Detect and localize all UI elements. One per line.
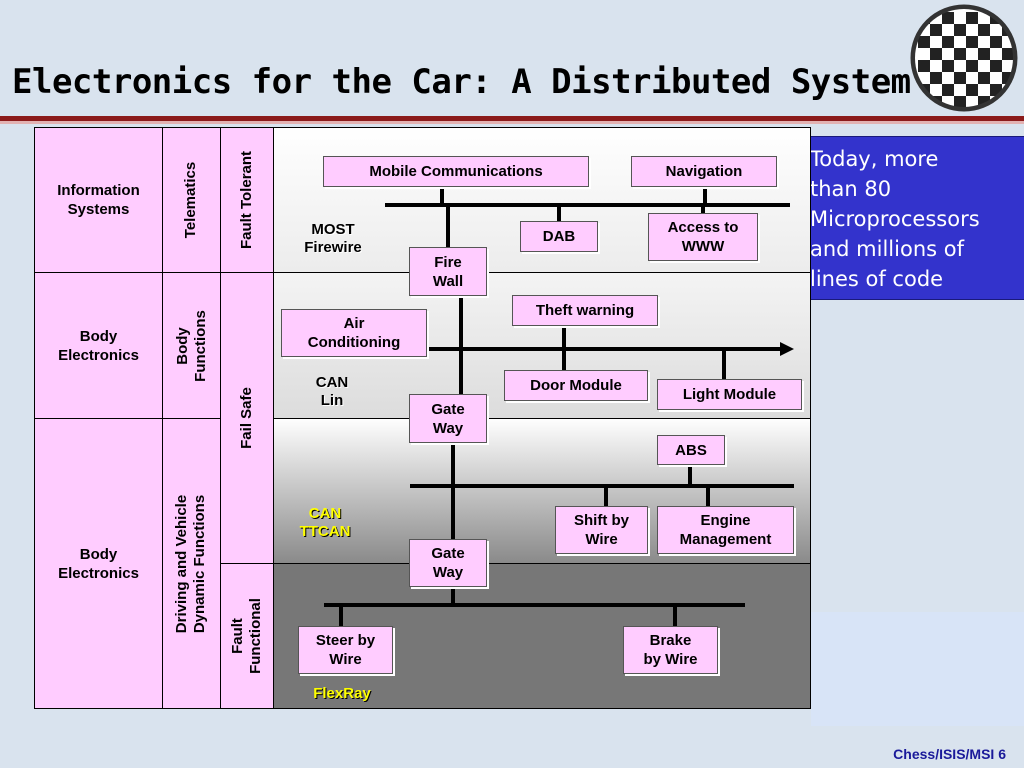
bus-drop (562, 326, 566, 348)
bus-drop (604, 486, 608, 507)
node-air-conditioning: Air Conditioning (281, 309, 427, 357)
callout-text: Today, more than 80 Microprocessors and … (810, 144, 1020, 294)
flexray-bus (324, 603, 745, 607)
protocol-can-ttcan: CAN TTCAN (299, 505, 351, 540)
page-title: Electronics for the Car: A Distributed S… (12, 62, 911, 102)
node-dab: DAB (520, 221, 598, 252)
bus-arrow-icon (780, 342, 794, 356)
title-rule-shadow (0, 121, 1024, 124)
node-access-to-www: Access to WWW (648, 213, 758, 261)
can-ttcan-bus (410, 484, 794, 488)
bus-drop (440, 186, 444, 205)
node-steer-by-wire: Steer by Wire (298, 626, 393, 674)
bus-drop (446, 205, 450, 248)
node-theft-warning: Theft warning (512, 295, 658, 326)
bus-drop (706, 486, 710, 507)
category-label: Body Electronics (58, 327, 139, 364)
protocol-can-lin: CAN Lin (315, 374, 349, 409)
node-abs: ABS (657, 435, 725, 465)
bus-drop (562, 349, 566, 371)
diagram-frame (34, 127, 811, 709)
backbone-link (451, 586, 455, 606)
bus-drop (339, 605, 343, 627)
node-navigation: Navigation (631, 156, 777, 187)
node-shift-by-wire: Shift by Wire (555, 506, 648, 554)
title-rule (0, 116, 1024, 121)
bus-drop (688, 464, 692, 485)
most-bus (385, 203, 790, 207)
node-door-module: Door Module (504, 370, 648, 401)
bus-drop (701, 205, 705, 215)
node-light-module: Light Module (657, 379, 802, 410)
callout-line: lines of code (810, 267, 944, 291)
node-gateway-2: Gate Way (409, 539, 487, 587)
decorative-strip (811, 612, 1024, 726)
safety-fault-tolerant: Fault Tolerant (220, 127, 274, 273)
backbone-link (451, 442, 455, 540)
callout-line: than 80 (810, 177, 892, 201)
footer-text: Chess/ISIS/MSI 6 (893, 746, 1006, 762)
node-engine-management: Engine Management (657, 506, 794, 554)
category-label: Information Systems (57, 182, 140, 218)
category-label: Body Electronics (58, 545, 139, 582)
function-telematics: Telematics (162, 127, 221, 273)
bus-drop (673, 605, 677, 627)
bus-drop (703, 186, 707, 205)
node-fire-wall: Fire Wall (409, 247, 487, 296)
bus-drop (557, 205, 561, 222)
protocol-flexray: FlexRay (313, 685, 371, 702)
callout-line: and millions of (810, 237, 964, 261)
safety-fail-safe: Fail Safe (220, 272, 274, 564)
protocol-most-firewire: MOST Firewire (304, 221, 362, 256)
function-body: Body Functions (162, 272, 221, 419)
zone-divider (273, 418, 811, 419)
backbone-link (459, 295, 463, 395)
category-body-electronics-2: Body Electronics (34, 418, 163, 709)
zone-divider (273, 272, 811, 273)
node-gateway-1: Gate Way (409, 394, 487, 443)
callout-line: Today, more (810, 147, 939, 171)
node-mobile-communications: Mobile Communications (323, 156, 589, 187)
checkered-sphere-logo (910, 4, 1018, 112)
can-body-bus (425, 347, 785, 351)
zone-divider (273, 563, 811, 564)
node-brake-by-wire: Brake by Wire (623, 626, 718, 674)
bus-drop (722, 349, 726, 380)
callout-line: Microprocessors (810, 207, 980, 231)
